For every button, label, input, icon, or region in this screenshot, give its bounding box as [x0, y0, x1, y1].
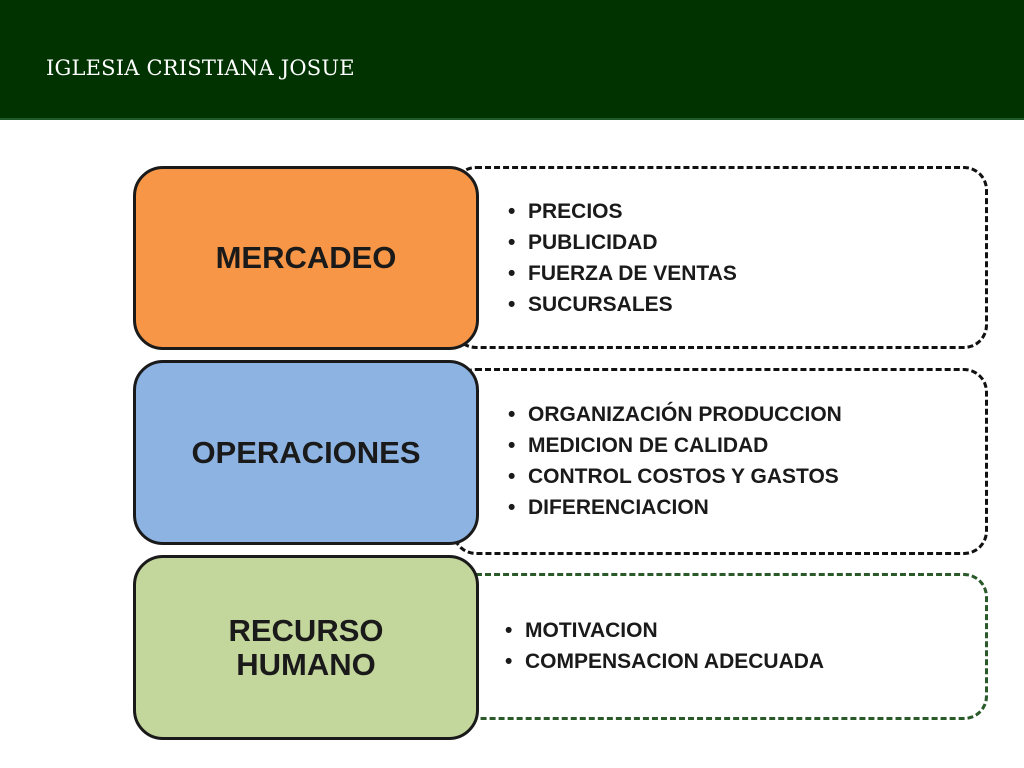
- area-label: MERCADEO: [215, 240, 397, 275]
- area-label-box: MERCADEO: [133, 166, 479, 350]
- area-label-box: RECURSO HUMANO: [133, 555, 479, 740]
- area-item-list: ORGANIZACIÓN PRODUCCION MEDICION DE CALI…: [508, 399, 842, 523]
- header-title: IGLESIA CRISTIANA JOSUE: [46, 56, 355, 80]
- area-item: ORGANIZACIÓN PRODUCCION: [508, 399, 842, 430]
- area-item: PUBLICIDAD: [508, 227, 737, 258]
- area-label-line: RECURSO: [228, 612, 384, 648]
- area-item: CONTROL COSTOS Y GASTOS: [508, 461, 842, 492]
- header-bar: IGLESIA CRISTIANA JOSUE: [0, 0, 1024, 120]
- area-item: MOTIVACION: [505, 615, 824, 646]
- area-item: PRECIOS: [508, 196, 737, 227]
- area-label-box: OPERACIONES: [133, 360, 479, 545]
- area-item: SUCURSALES: [508, 289, 737, 320]
- area-item: MEDICION DE CALIDAD: [508, 430, 842, 461]
- area-item: FUERZA DE VENTAS: [508, 258, 737, 289]
- area-label: OPERACIONES: [191, 434, 421, 470]
- area-item: DIFERENCIACION: [508, 492, 842, 523]
- area-item-list: MOTIVACION COMPENSACION ADECUADA: [505, 615, 824, 677]
- area-item-list: PRECIOS PUBLICIDAD FUERZA DE VENTAS SUCU…: [508, 196, 737, 320]
- area-label-line: HUMANO: [236, 646, 376, 682]
- area-item: COMPENSACION ADECUADA: [505, 646, 824, 677]
- area-label: RECURSO HUMANO: [228, 612, 384, 682]
